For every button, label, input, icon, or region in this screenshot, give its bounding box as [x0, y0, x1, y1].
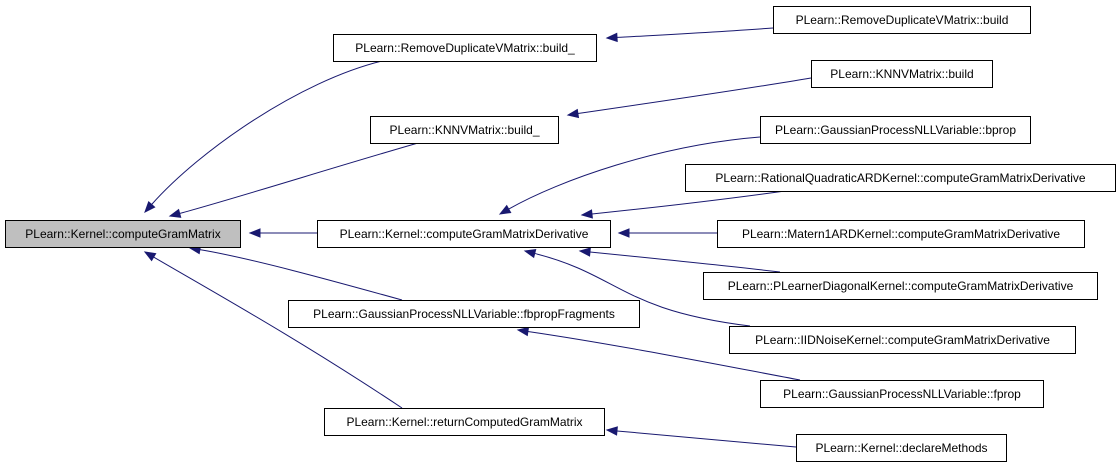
node-label: PLearn::GaussianProcessNLLVariable::fpro…: [783, 387, 1021, 401]
node-label: PLearn::Kernel::computeGramMatrix: [25, 227, 220, 241]
node-label: PLearn::Kernel::declareMethods: [815, 441, 987, 455]
node-box[interactable]: [685, 164, 1116, 192]
arrowhead-icon: [143, 251, 157, 262]
edge-gpnll_fprop-to-gpnll_fbprop: [516, 326, 801, 381]
node-box[interactable]: [333, 34, 597, 62]
edge-line: [153, 256, 403, 409]
node-label: PLearn::Kernel::computeGramMatrixDerivat…: [340, 227, 589, 241]
node-label: PLearn::PLearnerDiagonalKernel::computeG…: [728, 279, 1074, 293]
edge-line: [616, 430, 797, 448]
edge-gpnll_fbprop-to-root: [188, 245, 403, 301]
node-gpnll_fprop[interactable]: PLearn::GaussianProcessNLLVariable::fpro…: [760, 380, 1044, 408]
node-box[interactable]: [703, 272, 1098, 300]
arrowhead-icon: [523, 248, 537, 259]
edge-line: [591, 190, 786, 215]
arrowhead-icon: [516, 326, 530, 337]
node-label: PLearn::KNNVMatrix::build: [830, 67, 973, 81]
edge-rdvm_build_-to-root: [144, 60, 383, 214]
node-label: PLearn::RemoveDuplicateVMatrix::build_: [355, 41, 575, 55]
edge-rdvm_build-to-rdvm_build_: [605, 27, 774, 43]
node-declare[interactable]: PLearn::Kernel::declareMethods: [796, 434, 1007, 462]
nodes-layer: PLearn::Kernel::computeGramMatrixPLearn:…: [5, 6, 1116, 462]
node-gpnll_fbprop[interactable]: PLearn::GaussianProcessNLLVariable::fbpr…: [288, 300, 640, 328]
node-cgmd[interactable]: PLearn::Kernel::computeGramMatrixDerivat…: [317, 220, 611, 248]
edge-line: [589, 251, 781, 273]
edge-line: [534, 252, 751, 327]
edge-matern-to-cgmd: [617, 228, 717, 238]
arrowhead-icon: [580, 209, 593, 219]
node-rdvm_build_[interactable]: PLearn::RemoveDuplicateVMatrix::build_: [333, 34, 597, 62]
edge-line: [616, 27, 774, 38]
node-box[interactable]: [317, 220, 611, 248]
node-label: PLearn::Kernel::returnComputedGramMatrix: [346, 415, 582, 429]
arrowhead-icon: [617, 228, 630, 238]
node-knnv_build[interactable]: PLearn::KNNVMatrix::build: [811, 60, 993, 88]
node-label: PLearn::GaussianProcessNLLVariable::fbpr…: [313, 307, 615, 321]
node-root[interactable]: PLearn::Kernel::computeGramMatrix: [5, 220, 241, 248]
edge-rcgm-to-root: [143, 251, 403, 409]
arrowhead-icon: [498, 204, 512, 215]
arrowhead-icon: [605, 32, 618, 43]
arrowhead-icon: [605, 426, 618, 436]
edge-line: [179, 142, 419, 214]
edge-declare-to-rcgm: [605, 426, 797, 448]
edge-knnv_build-to-knnv_build_: [566, 77, 812, 119]
node-box[interactable]: [370, 116, 559, 144]
arrowhead-icon: [248, 228, 261, 238]
node-box[interactable]: [729, 326, 1076, 354]
node-label: PLearn::Matern1ARDKernel::computeGramMat…: [742, 227, 1060, 241]
edge-iid-to-cgmd: [523, 248, 751, 327]
node-knnv_build_[interactable]: PLearn::KNNVMatrix::build_: [370, 116, 559, 144]
node-box[interactable]: [324, 408, 605, 436]
node-rcgm[interactable]: PLearn::Kernel::returnComputedGramMatrix: [324, 408, 605, 436]
node-pldiag[interactable]: PLearn::PLearnerDiagonalKernel::computeG…: [703, 272, 1098, 300]
node-box[interactable]: [5, 220, 241, 248]
node-box[interactable]: [811, 60, 993, 88]
node-matern[interactable]: PLearn::Matern1ARDKernel::computeGramMat…: [717, 220, 1085, 248]
node-rdvm_build[interactable]: PLearn::RemoveDuplicateVMatrix::build: [773, 6, 1031, 34]
node-label: PLearn::GaussianProcessNLLVariable::bpro…: [775, 123, 1016, 137]
edges-layer: [143, 27, 812, 448]
edge-pldiag-to-cgmd: [578, 247, 781, 273]
node-label: PLearn::RationalQuadraticARDKernel::comp…: [715, 171, 1085, 185]
edge-line: [151, 60, 383, 205]
edge-knnv_build_-to-root: [168, 142, 419, 218]
node-gpnll_bprop[interactable]: PLearn::GaussianProcessNLLVariable::bpro…: [760, 116, 1031, 144]
edge-cgmd-to-root: [248, 228, 317, 238]
node-box[interactable]: [760, 116, 1031, 144]
node-iid[interactable]: PLearn::IIDNoiseKernel::computeGramMatri…: [729, 326, 1076, 354]
edge-line: [508, 136, 761, 210]
node-label: PLearn::IIDNoiseKernel::computeGramMatri…: [755, 333, 1050, 347]
arrowhead-icon: [168, 208, 182, 218]
node-box[interactable]: [760, 380, 1044, 408]
arrowhead-icon: [566, 108, 580, 119]
node-label: PLearn::RemoveDuplicateVMatrix::build: [796, 13, 1009, 27]
node-rq_ard[interactable]: PLearn::RationalQuadraticARDKernel::comp…: [685, 164, 1116, 192]
edge-line: [199, 249, 403, 301]
edge-gpnll_bprop-to-cgmd: [498, 136, 761, 215]
node-box[interactable]: [717, 220, 1085, 248]
node-box[interactable]: [796, 434, 1007, 462]
node-label: PLearn::KNNVMatrix::build_: [389, 123, 539, 137]
node-box[interactable]: [773, 6, 1031, 34]
edge-line: [527, 330, 801, 381]
node-box[interactable]: [288, 300, 640, 328]
edge-rq_ard-to-cgmd: [580, 190, 786, 219]
arrowhead-icon: [578, 247, 591, 257]
arrowhead-icon: [144, 201, 156, 214]
edge-line: [577, 77, 812, 115]
